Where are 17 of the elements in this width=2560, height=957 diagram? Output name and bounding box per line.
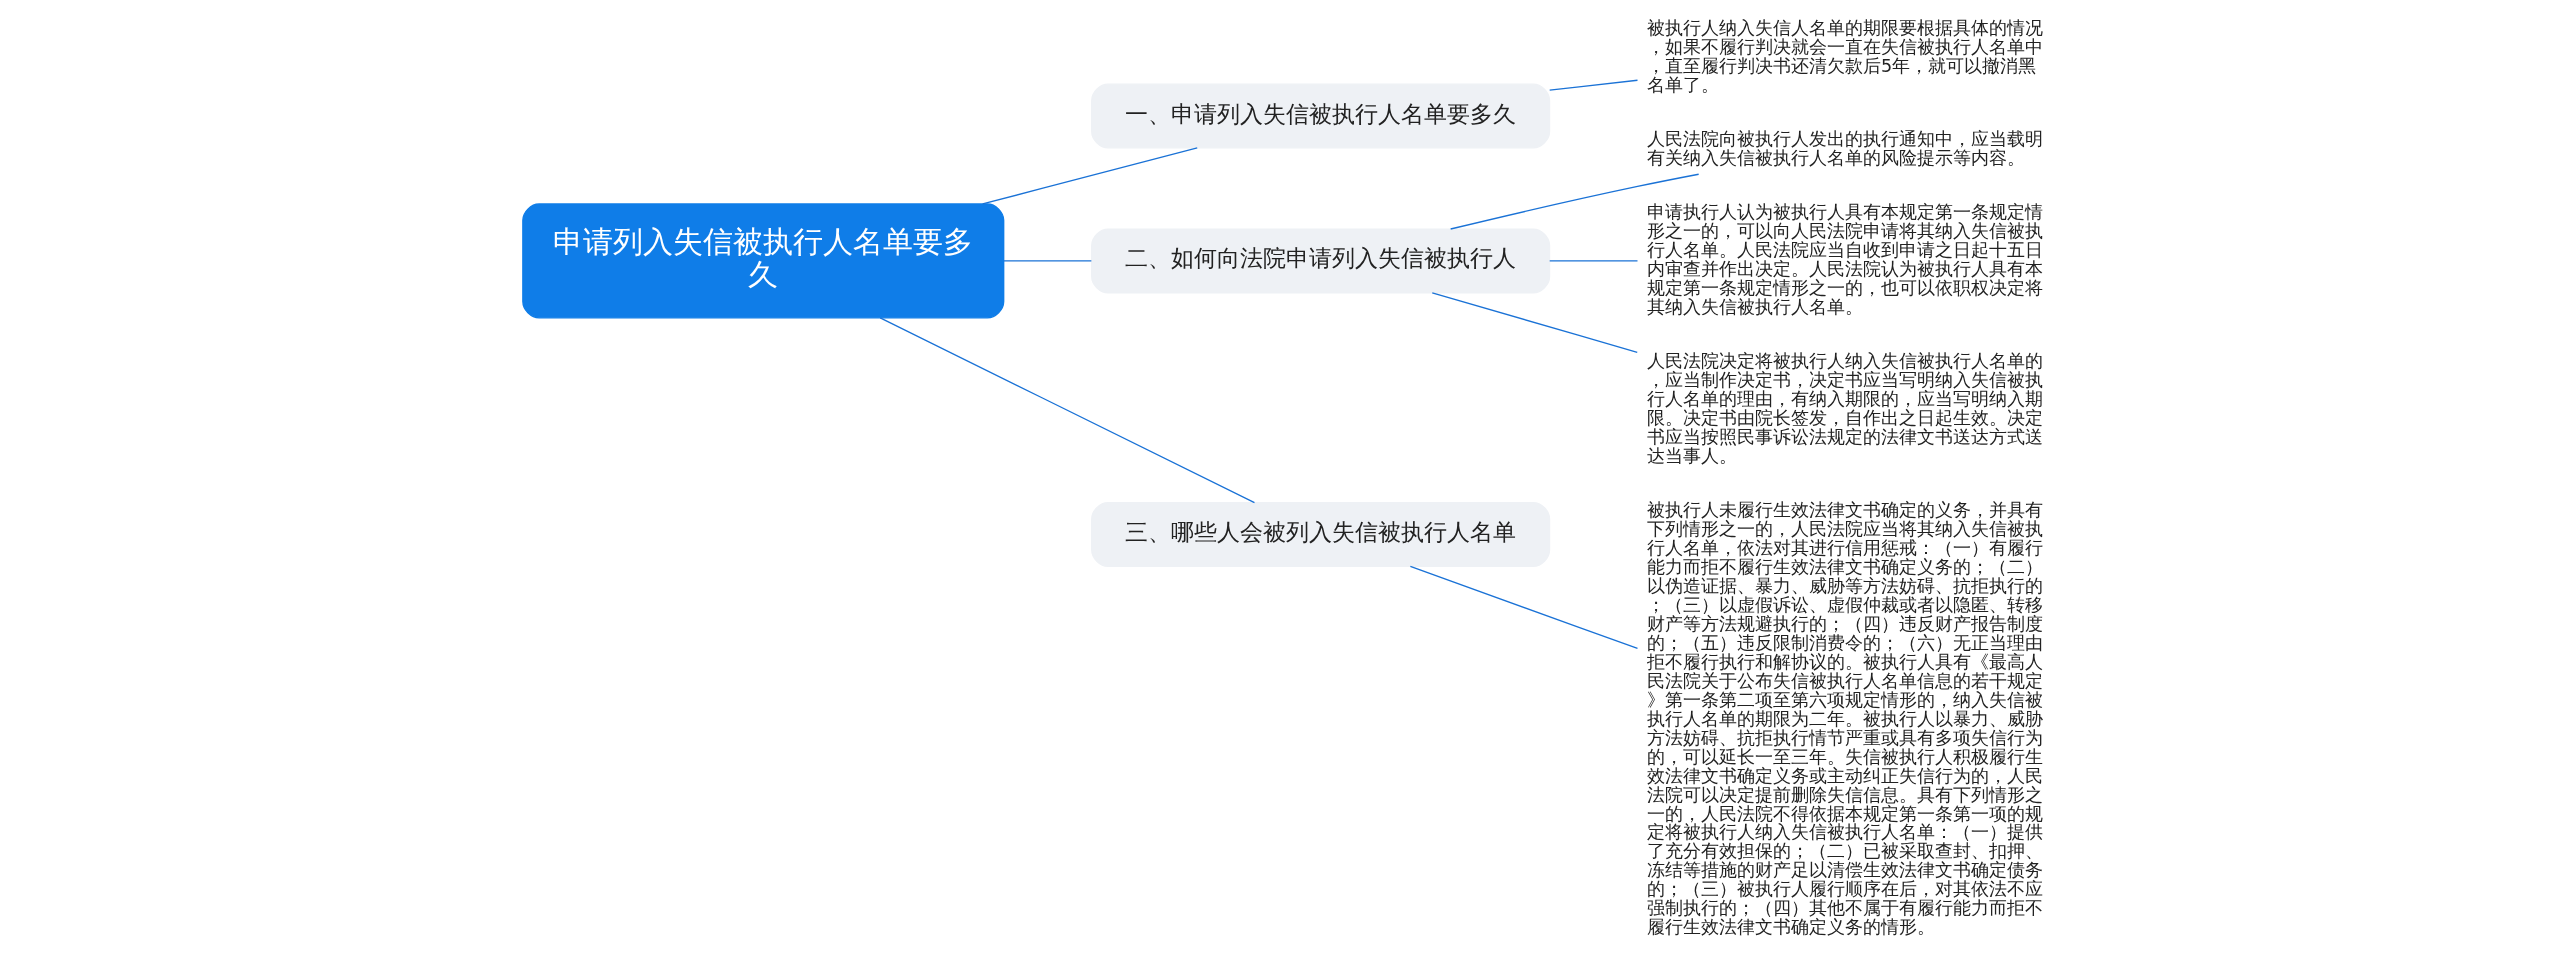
connector <box>981 146 1198 205</box>
node-text: 被执行人未履行生效法律文书确定的义务，并具有下列情形之一的，人民法院应当将其纳入失信被执行人名单，依法对其进行信用惩戒：（一）有履行能力而拒不履行生效法律文书确定义务的；（二）以伪造证据、暴力、威胁等方法妨碍、抗拒执行的；（三）以虚假诉讼、虚假仲裁或者以隐匿、转移财产等方法规避执行的；（四）违反财产报告制度的；（五）违反限制消费令的；（六）无正当理由拒不履行执行和解协议的。被执行人具有《最高人民法院关于公布失信被执行人名单信息的若干规定》第一条第二项至第六项规定情形的，纳入失信被执行人名单的期限为二年。被执行人以暴力、威胁方法妨碍、抗拒执行情节严重或具有多项失信行为的，可以延长一至三年。失信被执行人积极履行生效法律文书确定义务或主动纠正失信行为的，人民法院可以决定提前删除失信信息。具有下列情形之一的，人民法院不得依据本规定第一条第一项的规定将被执行人纳入失信被执行人名单：（一）提供了充分有效担保的；（二）已被采取查封、扣押、冻结等措施的财产足以清偿生效法律文书确定债务的；（三）被执行人履行顺序在后，对其依法不应强制执行的；（四）其他不属于有履行能力而拒不履行生效法律文书确定义务的情形。 <box>1647 499 2044 937</box>
connector <box>1449 173 1700 230</box>
node-box: 三、哪些人会被列入失信被执行人名单 <box>1091 501 1551 567</box>
node-text: 申请执行人认为被执行人具有本规定第一条规定情形之一的，可以向人民法院申请将其纳入失信被执行人名单。人民法院应当自收到申请之日起十五日内审查并作出决定。人民法院认为被执行人具有本规定第一条规定情形之一的，也可以依职权决定将其纳入失信被执行人名单。 <box>1647 201 2044 317</box>
node-text: 人民法院向被执行人发出的执行通知中，应当载明有关纳入失信被执行人名单的风险提示等内容。 <box>1647 128 2044 168</box>
node-box: 二、如何向法院申请列入失信被执行人 <box>1091 227 1551 293</box>
connector <box>879 316 1256 503</box>
connector <box>1549 259 1639 262</box>
node-text: 被执行人纳入失信人名单的期限要根据具体的情况，如果不履行判决就会一直在失信被执行人名单中，直至履行判决书还清欠款后5年，就可以撤消黑名单了。 <box>1647 17 2044 95</box>
connector <box>1549 79 1639 91</box>
node-box: 一、申请列入失信被执行人名单要多久 <box>1091 83 1551 148</box>
node-text: 人民法院决定将被执行人纳入失信被执行人名单的，应当制作决定书，决定书应当写明纳入失信被执行人名单的理由，有纳入期限的，应当写明纳入期限。决定书由院长签发，自作出之日起生效。决定书应当按照民事诉讼法规定的法律文书送达方式送达当事人。 <box>1647 350 2044 466</box>
node-box: 申请列入失信被执行人名单要多久 <box>522 202 1005 318</box>
connector <box>1431 291 1638 353</box>
connector <box>1409 565 1639 649</box>
connector <box>1003 259 1093 262</box>
